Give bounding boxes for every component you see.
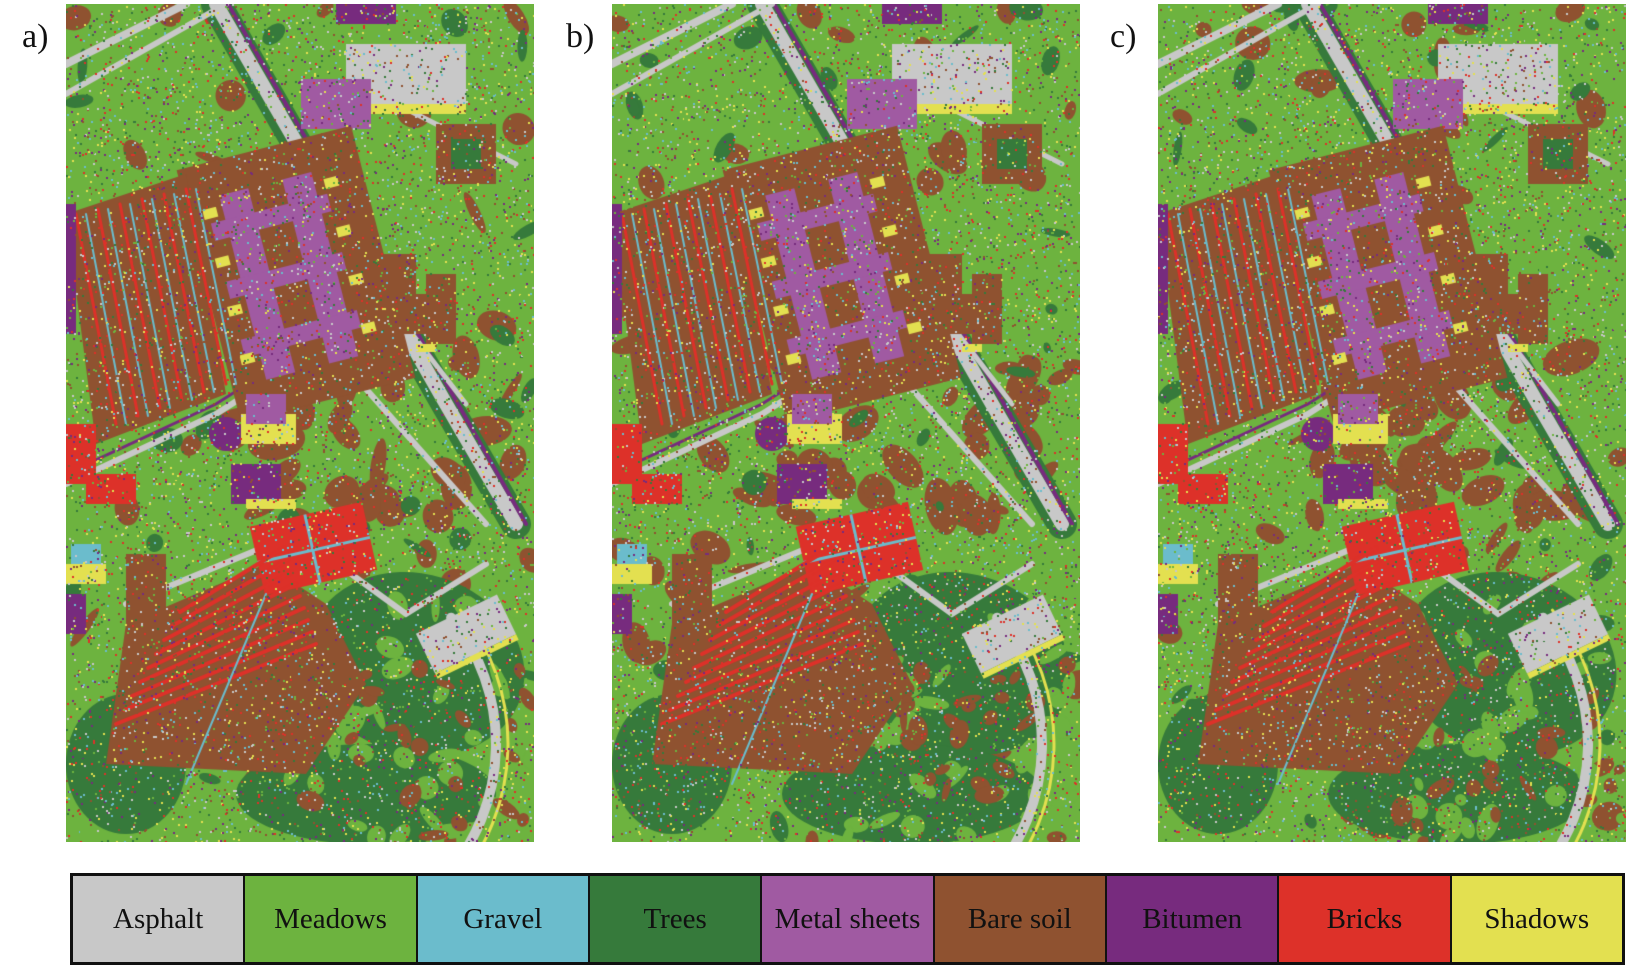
- classification-map-c: [1158, 4, 1626, 842]
- classification-map-a: [66, 4, 534, 842]
- legend-bitumen: Bitumen: [1106, 876, 1280, 962]
- legend-asphalt: Asphalt: [73, 876, 246, 962]
- panel-label-c: c): [1110, 18, 1137, 55]
- class-legend: Asphalt Meadows Gravel Trees Metal sheet…: [70, 873, 1625, 965]
- legend-bare-soil: Bare soil: [934, 876, 1107, 962]
- panel-label-a: a): [22, 18, 49, 55]
- legend-meadows: Meadows: [245, 876, 418, 962]
- legend-shadows: Shadows: [1451, 876, 1622, 962]
- classification-map-b: [612, 4, 1080, 842]
- legend-metal-sheets: Metal sheets: [762, 876, 935, 962]
- legend-bricks: Bricks: [1279, 876, 1452, 962]
- legend-trees: Trees: [589, 876, 763, 962]
- legend-gravel: Gravel: [417, 876, 590, 962]
- panel-label-b: b): [566, 18, 595, 55]
